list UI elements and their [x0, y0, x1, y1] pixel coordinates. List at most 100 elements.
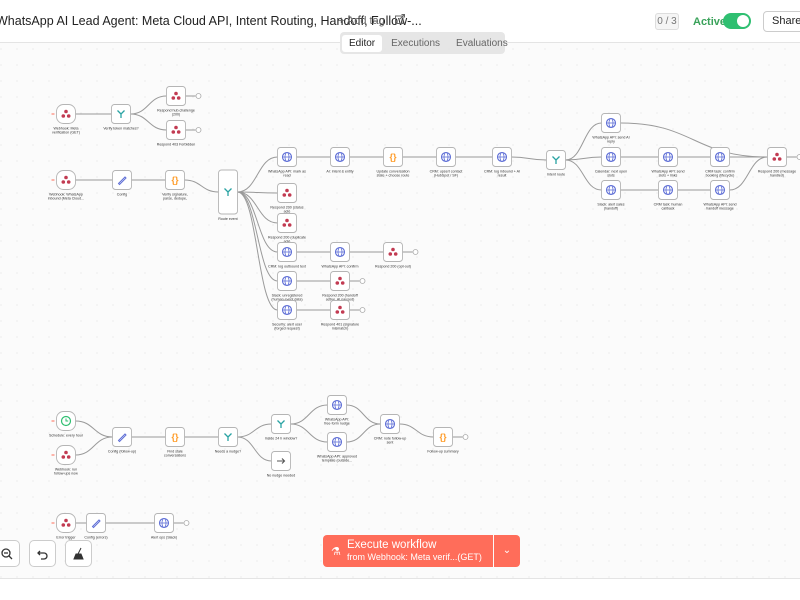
- workflow-node[interactable]: Slack: unregistered(human event data): [271, 271, 303, 302]
- node-box[interactable]: [165, 427, 185, 447]
- add-node-handle[interactable]: [195, 93, 202, 99]
- workflow-node[interactable]: CRM: upsert contact(HubSpot / SF): [430, 147, 463, 178]
- workflow-node[interactable]: Error trigger: [51, 513, 77, 540]
- undo-button[interactable]: [29, 540, 56, 567]
- connection-line[interactable]: [130, 95, 167, 115]
- workflow-node[interactable]: Respond 403 Forbidden: [157, 120, 196, 147]
- connection-line[interactable]: [565, 156, 602, 161]
- tab-executions[interactable]: Executions: [391, 37, 441, 49]
- workflow-node[interactable]: Security: alert user(forged request): [272, 300, 303, 331]
- connection-line[interactable]: [237, 423, 272, 438]
- tidy-up-button[interactable]: [65, 540, 92, 567]
- add-node-handle[interactable]: [462, 434, 469, 440]
- workflow-node[interactable]: AI: intent & entity: [326, 147, 354, 174]
- workflow-node[interactable]: WhatsApp API:free-form nudge: [324, 395, 350, 426]
- tab-evaluations[interactable]: Evaluations: [456, 37, 508, 49]
- node-box[interactable]: [383, 147, 403, 167]
- zoom-out-button[interactable]: [0, 540, 20, 567]
- connection-line[interactable]: [237, 156, 278, 193]
- connection-line[interactable]: [184, 179, 219, 193]
- workflow-node[interactable]: {}Follow-up summary: [427, 427, 459, 454]
- connection-line[interactable]: [346, 404, 381, 425]
- active-toggle[interactable]: [723, 13, 751, 29]
- node-box[interactable]: [433, 427, 453, 447]
- node-box[interactable]: [383, 242, 403, 262]
- node-box[interactable]: [56, 513, 76, 533]
- connection-line[interactable]: [620, 122, 768, 158]
- workflow-node[interactable]: Route event: [218, 169, 238, 221]
- connection-line[interactable]: [290, 423, 328, 443]
- node-box[interactable]: [330, 271, 350, 291]
- version-counter[interactable]: 0 / 3: [655, 13, 679, 30]
- workflow-title[interactable]: WhatsApp AI Lead Agent: Meta Cloud API, …: [0, 14, 422, 28]
- add-tag-button[interactable]: + Add tag: [338, 15, 385, 27]
- workflow-node[interactable]: Config (errors): [84, 513, 108, 540]
- workflow-node[interactable]: Intent route: [546, 150, 566, 177]
- workflow-node[interactable]: CRM: log outbound text: [268, 242, 306, 269]
- add-node-handle[interactable]: [195, 127, 202, 133]
- connection-line[interactable]: [511, 156, 547, 161]
- node-box[interactable]: [767, 147, 787, 167]
- connection-line[interactable]: [237, 191, 278, 194]
- connection-line[interactable]: [729, 156, 768, 191]
- connection-line[interactable]: [565, 159, 602, 191]
- workflow-node[interactable]: WhatsApp API: confirm: [322, 242, 359, 269]
- connection-line[interactable]: [346, 423, 381, 443]
- workflow-node[interactable]: Needs a nudge?: [215, 427, 241, 454]
- node-box[interactable]: [277, 183, 297, 203]
- connection-line[interactable]: [75, 420, 113, 438]
- node-box[interactable]: [166, 86, 186, 106]
- workflow-node[interactable]: Verify token matches?: [103, 104, 139, 131]
- node-box[interactable]: [56, 445, 76, 465]
- node-box[interactable]: [165, 170, 185, 190]
- workflow-node[interactable]: Config: [112, 170, 132, 197]
- node-box[interactable]: [56, 104, 76, 124]
- node-box[interactable]: [166, 120, 186, 140]
- execute-dropdown-button[interactable]: ⌄: [494, 535, 520, 567]
- node-box[interactable]: [277, 213, 297, 233]
- workflow-node[interactable]: Alert ops (Slack): [151, 513, 177, 540]
- add-node-handle[interactable]: [183, 520, 190, 526]
- node-box[interactable]: [56, 170, 76, 190]
- add-node-handle[interactable]: [359, 278, 366, 284]
- node-box[interactable]: [330, 300, 350, 320]
- connection-line[interactable]: [130, 113, 167, 131]
- execute-workflow-button[interactable]: ⚗ Execute workflow from Webhook: Meta ve…: [323, 535, 493, 567]
- workflow-node[interactable]: No nudge needed: [267, 451, 296, 478]
- connection-line[interactable]: [237, 191, 278, 253]
- workflow-node[interactable]: Inside 24 h window?: [265, 414, 298, 441]
- connection-line[interactable]: [237, 436, 272, 462]
- share-button[interactable]: Share: [763, 11, 800, 32]
- add-node-handle[interactable]: [359, 307, 366, 313]
- connection-line[interactable]: [237, 191, 278, 311]
- workflow-node[interactable]: Schedule: every hour: [49, 411, 84, 438]
- workflow-node[interactable]: {}Verify signature,parse, dedupe,: [162, 170, 188, 201]
- workflow-node[interactable]: Respond hub.challenge(200): [157, 86, 195, 117]
- workflow-node[interactable]: Config (follow-up): [108, 427, 136, 454]
- connection-line[interactable]: [399, 423, 434, 438]
- workflow-node[interactable]: Slack: alert sales(handoff): [597, 180, 625, 211]
- add-node-handle[interactable]: [412, 249, 419, 255]
- connection-line[interactable]: [290, 404, 328, 425]
